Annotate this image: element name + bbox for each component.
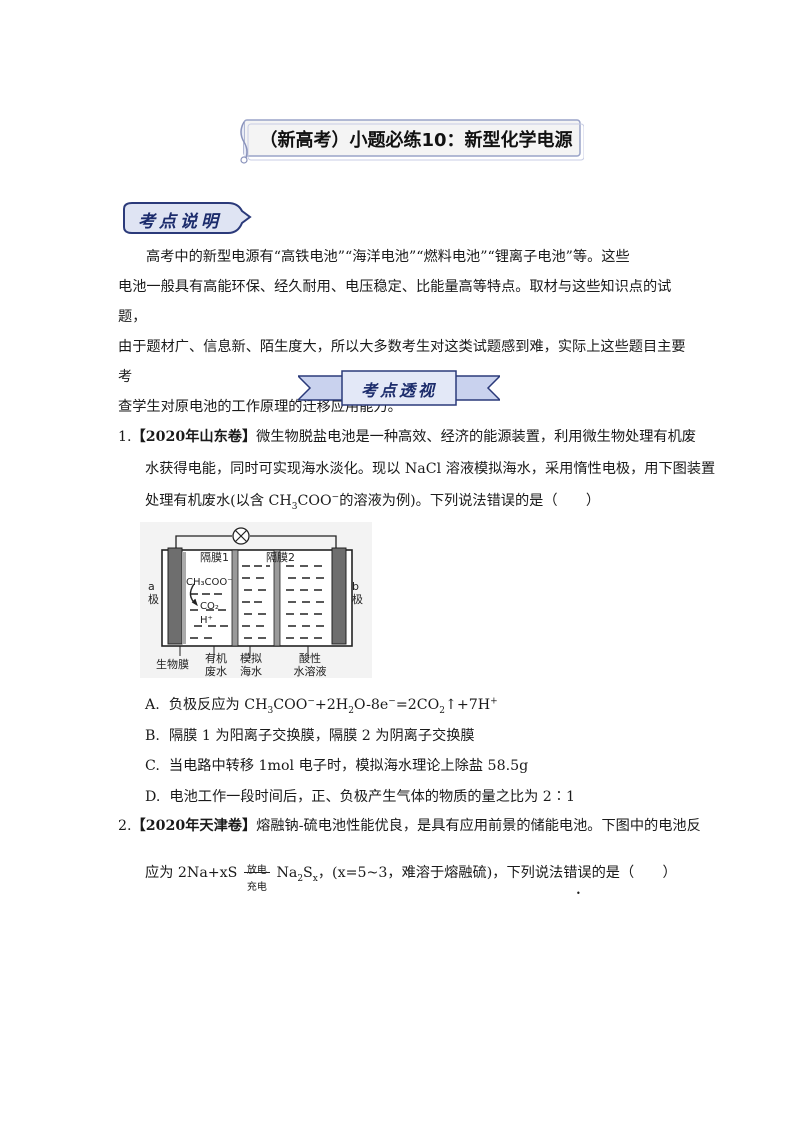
electrode-b-char: 极 — [352, 593, 363, 606]
question-2-line-2: 应为 2Na+xS 放电 充电 Na2Sx，(x=5~3，难溶于熔融硫)，下列说… — [145, 858, 677, 893]
subscript: 2 — [439, 705, 445, 716]
question-1: 1.【2020年山东卷】微生物脱盐电池是一种高效、经济的能源装置，利用微生物处理… — [118, 422, 696, 452]
superscript: − — [331, 492, 340, 503]
section-ribbon-kaodian-toushi: 考点透视 — [298, 370, 500, 406]
section-badge-kaodian-shuoming: 考点说明 — [120, 201, 254, 235]
acidic-solution-label: 酸性 水溶液 — [293, 652, 327, 678]
ribbon-shape — [298, 370, 500, 406]
text-segment: S — [303, 865, 313, 881]
option-letter: D. — [145, 789, 161, 805]
question-source: 【2020年天津卷】 — [131, 818, 257, 834]
question-text-line: 熔融钠-硫电池性能优良，是具有应用前景的储能电池。下图中的电池反 — [256, 818, 701, 834]
subscript: 3 — [267, 705, 274, 716]
text-segment: O-8e — [353, 697, 389, 713]
electrode-a-letter: a — [148, 580, 155, 593]
text-segment: 应为 2Na+xS — [145, 865, 238, 881]
arrow-line — [243, 872, 270, 873]
text-segment: 处理有机废水(以含 CH — [145, 493, 292, 509]
question-source: 【2020年山东卷】 — [131, 429, 257, 445]
intro-line: 由于题材广、信息新、陌生度大，所以大多数考生对这类试题感到难，实际上这些题目主要… — [118, 339, 686, 385]
option-letter: A. — [145, 697, 160, 713]
text-segment: COO — [273, 697, 308, 713]
reversible-arrow: 放电 充电 — [242, 858, 272, 893]
question-number: 2. — [118, 818, 132, 834]
option-a[interactable]: A. 负极反应为 CH3COO−+2H2O-8e−=2CO2↑+7H+ — [145, 693, 498, 717]
emphasized-word: 错误 — [563, 865, 591, 881]
option-letter: B. — [145, 728, 160, 744]
question-text-line: 微生物脱盐电池是一种高效、经济的能源装置，利用微生物处理有机废 — [256, 429, 696, 445]
electrode-b-letter: b — [352, 580, 359, 593]
title-banner: （新高考）小题必练10：新型化学电源 — [238, 116, 584, 164]
subscript: 2 — [348, 705, 354, 716]
organic-wastewater-label: 有机 废水 — [205, 652, 227, 678]
ribbon-label: 考点透视 — [360, 381, 437, 400]
text-segment: Na — [276, 865, 298, 881]
question-2: 2.【2020年天津卷】熔融钠-硫电池性能优良，是具有应用前景的储能电池。下图中… — [118, 811, 701, 841]
text-segment: COO — [297, 493, 332, 509]
superscript: − — [388, 696, 396, 707]
biofilm-label: 生物膜 — [156, 658, 189, 671]
text-segment: 的是（ ） — [591, 865, 677, 881]
electrode-a-label: a 极 — [148, 580, 159, 606]
superscript: + — [490, 696, 498, 707]
subscript: 2 — [297, 873, 304, 884]
question-1-line-3: 处理有机废水(以含 CH3COO−的溶液为例)。下列说法错误的是（ ） — [145, 486, 600, 516]
intro-paragraph: 高考中的新型电源有“高铁电池”“海洋电池”“燃料电池”“锂离子电池”等。这些 电… — [118, 242, 688, 422]
text-segment: =2CO — [395, 697, 440, 713]
question-1-line-2: 水获得电能，同时可实现海水淡化。现以 NaCl 溶液模拟海水，采用惰性电极，用下… — [145, 461, 716, 477]
subscript: 3 — [291, 501, 298, 512]
acetate-ion-label: CH₃COO⁻ — [186, 577, 233, 588]
arrow-top-label: 放电 — [246, 865, 267, 876]
option-d[interactable]: D. 电池工作一段时间后，正、负极产生气体的物质的量之比为 2∶1 — [145, 785, 575, 809]
battery-diagram: 隔膜1 隔膜2 a 极 b 极 CH₃COO⁻ CO₂ H⁺ 生物膜 有机 废水… — [140, 522, 372, 678]
text-segment: ↑+7H — [444, 697, 491, 713]
arrow-bottom-label: 充电 — [246, 882, 267, 893]
option-b[interactable]: B. 隔膜 1 为阳离子交换膜，隔膜 2 为阴离子交换膜 — [145, 724, 475, 748]
text-segment: ，(x=5~3，难溶于熔融硫)，下列说法 — [317, 865, 564, 881]
intro-line: 高考中的新型电源有“高铁电池”“海洋电池”“燃料电池”“锂离子电池”等。这些 — [146, 249, 630, 265]
option-text: 电池工作一段时间后，正、负极产生气体的物质的量之比为 2∶1 — [169, 789, 576, 805]
text-segment: +2H — [314, 697, 349, 713]
badge-shape — [123, 202, 252, 234]
intro-line: 电池一般具有高能环保、经久耐用、电压稳定、比能量高等特点。取材与这些知识点的试题… — [118, 279, 672, 325]
option-c[interactable]: C. 当电路中转移 1mol 电子时，模拟海水理论上除盐 58.5g — [145, 754, 528, 778]
badge-label: 考点说明 — [138, 212, 222, 232]
intro-line: 查学生对原电池的工作原理的迁移应用能力。 — [118, 399, 402, 415]
cell-apparatus-graphic — [140, 522, 372, 678]
electrode-b-label: b 极 — [352, 580, 363, 606]
scroll-banner-graphic — [240, 119, 584, 164]
text-segment: 负极反应为 CH — [168, 697, 268, 713]
electrode-a-char: 极 — [148, 593, 159, 606]
option-letter: C. — [145, 758, 160, 774]
superscript: − — [307, 696, 315, 707]
question-number: 1. — [118, 429, 132, 445]
membrane-2-label: 隔膜2 — [266, 551, 295, 564]
subscript: x — [312, 873, 318, 884]
h-ion-label: H⁺ — [200, 615, 213, 626]
simulated-seawater-label: 模拟 海水 — [240, 652, 262, 678]
membrane-1-label: 隔膜1 — [200, 551, 229, 564]
option-text: 隔膜 1 为阳离子交换膜，隔膜 2 为阴离子交换膜 — [168, 728, 475, 744]
option-text: 当电路中转移 1mol 电子时，模拟海水理论上除盐 58.5g — [168, 758, 529, 774]
page-title: （新高考）小题必练10：新型化学电源 — [259, 130, 573, 151]
co2-label: CO₂ — [200, 601, 219, 612]
text-segment: 的溶液为例)。下列说法错误的是（ ） — [339, 493, 601, 509]
